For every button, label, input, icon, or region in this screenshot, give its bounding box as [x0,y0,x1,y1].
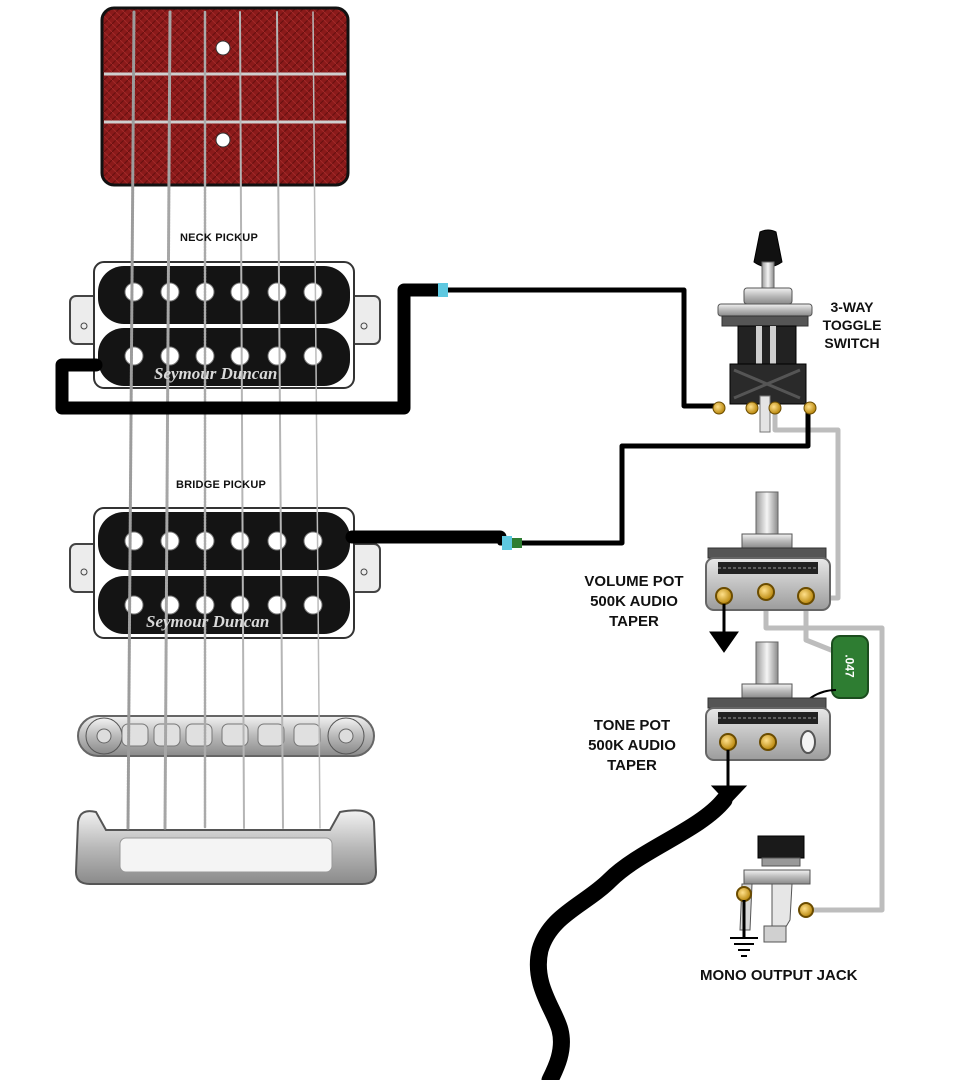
output-jack-label: MONO OUTPUT JACK [700,967,858,984]
black-wires [55,283,811,546]
volume-pot-label-line-3: TAPER [609,613,659,630]
jack-tip-lug [798,902,814,918]
neck-to-switch-wire [437,287,719,409]
output-jack [736,835,814,943]
toggle-switch-label-line-2: TOGGLE [822,317,882,333]
switch-lug-3 [768,401,782,415]
switch-lug-2 [745,401,759,415]
tune-o-matic-bridge [77,715,375,757]
strings [126,10,321,830]
neck-pickup-cable [55,283,447,415]
volume-to-cap-wire [803,598,837,655]
volume-pot-label: VOLUME POT 500K AUDIO TAPER [570,572,698,632]
tone-lug-3-unused [800,730,816,754]
volume-to-jack-wire [763,598,885,913]
ground-cable [529,791,733,1080]
tone-lug-1 [719,733,737,751]
neck-pickup [69,261,381,389]
bridge-wire-tip-green [512,538,522,548]
neck-pickup-brand: Seymour Duncan [154,364,278,383]
toggle-switch-label-line-3: SWITCH [824,335,880,351]
volume-lug-2 [757,583,775,601]
stopbar-tailpiece [74,809,378,885]
tone-pot-label: TONE POT 500K AUDIO TAPER [570,716,694,776]
volume-pot-label-line-1: VOLUME POT [584,573,684,590]
toggle-switch-label-line-1: 3-WAY [830,299,874,315]
toggle-switch-label: 3-WAY TOGGLE SWITCH [812,298,892,352]
volume-pot [705,491,831,611]
tone-pot [705,641,831,761]
volume-ground-symbol [709,604,739,653]
bridge-pickup [69,507,381,639]
bridge-to-switch-wire [497,409,811,546]
bridge-pickup-brand: Seymour Duncan [146,612,270,631]
bridge-pickup-label: BRIDGE PICKUP [176,479,266,491]
toggle-switch [712,229,817,433]
volume-pot-label-line-2: 500K AUDIO [590,593,678,610]
volume-lug-1 [715,587,733,605]
tone-pot-label-line-1: TONE POT [593,717,671,734]
neck-pole-pieces-bottom [124,346,323,366]
jack-ground-lug [736,886,752,902]
fretboard [100,6,350,187]
jack-ground-symbol [730,900,758,957]
neck-wire-tip [438,283,448,297]
neck-pickup-label: NECK PICKUP [180,232,258,244]
bridge-wire-tip [502,536,512,550]
volume-lug-3 [797,587,815,605]
switch-lug-1 [712,401,726,415]
tone-pot-label-line-2: 500K AUDIO [588,737,676,754]
capacitor-value-label: .047 [842,654,857,678]
tone-pot-label-line-3: TAPER [607,757,657,774]
tone-lug-2 [759,733,777,751]
switch-lug-4 [803,401,817,415]
